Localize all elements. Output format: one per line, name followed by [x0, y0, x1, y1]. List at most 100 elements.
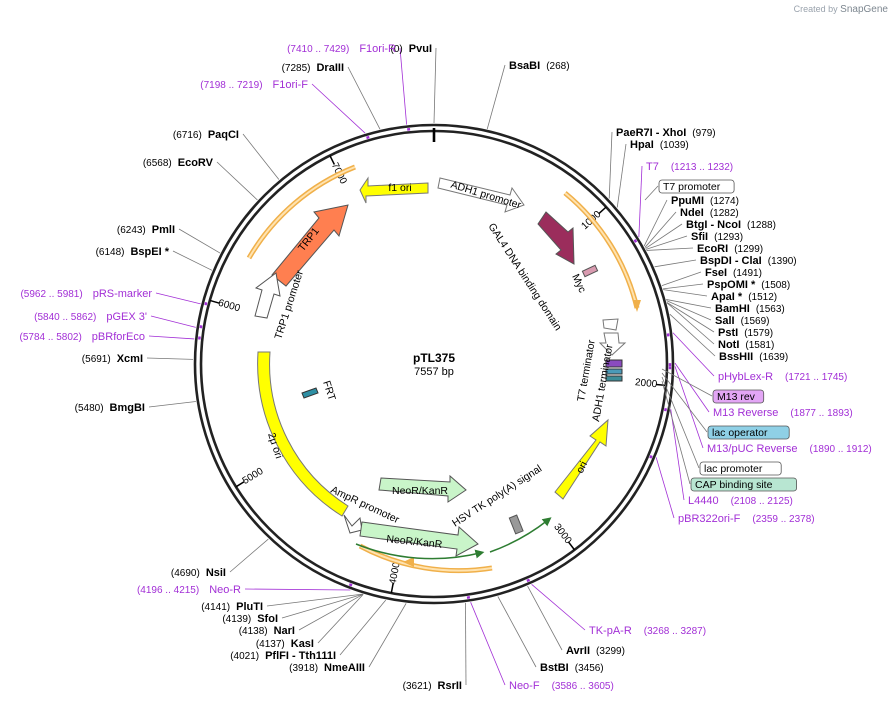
site-label[interactable]: (6148)BspEI * — [96, 246, 170, 258]
site-label[interactable]: SfiI(1293) — [691, 231, 743, 243]
primer-label[interactable]: (5962 .. 5981)pRS-marker — [20, 288, 152, 300]
site-leader — [645, 235, 688, 250]
feature-box-label[interactable]: lac promoter — [704, 463, 763, 475]
site-label[interactable]: (4141)PluTI — [201, 601, 263, 613]
site-name: KasI — [291, 638, 314, 650]
site-label[interactable]: PpuMI(1274) — [671, 195, 739, 207]
site-label[interactable]: (7285)DraIII — [282, 62, 344, 74]
site-name: EcoRV — [178, 157, 214, 169]
site-label[interactable]: (6243)PmlI — [117, 224, 175, 236]
primer-label[interactable]: L4440(2108 .. 2125) — [688, 495, 793, 507]
site-name: EcoRI — [697, 243, 728, 255]
site-label[interactable]: NdeI(1282) — [680, 207, 739, 219]
snapgene-watermark: Created by SnapGene — [794, 4, 888, 15]
site-leader — [608, 131, 613, 199]
site-label[interactable]: (3918)NmeAIII — [289, 662, 365, 674]
primer-label[interactable]: (7410 .. 7429)F1ori-R — [287, 43, 396, 55]
primer-label[interactable]: M13 Reverse(1877 .. 1893) — [713, 407, 853, 419]
site-label[interactable]: PstI(1579) — [718, 327, 773, 339]
hsv-label: HSV TK poly(A) signal — [450, 463, 544, 530]
primer-label[interactable]: (4196 .. 4215)Neo-R — [137, 584, 241, 596]
site-leader — [317, 594, 364, 644]
feature-box-label[interactable]: lac operator — [712, 427, 768, 439]
primer-position: (5962 .. 5981) — [20, 289, 82, 300]
site-position: (1293) — [714, 232, 743, 243]
site-position: (1512) — [748, 292, 777, 303]
trp1-arrow — [271, 204, 349, 287]
site-label[interactable]: (4139)SfoI — [222, 613, 278, 625]
ruler-tick — [235, 480, 245, 488]
primer-label[interactable]: pBR322ori-F(2359 .. 2378) — [678, 513, 815, 525]
site-label[interactable]: BssHII(1639) — [719, 351, 788, 363]
primer-name: TK-pA-R — [589, 625, 632, 637]
site-label[interactable]: EcoRI(1299) — [697, 243, 763, 255]
lac-op-box — [605, 368, 623, 375]
site-label[interactable]: (0)PvuI — [391, 43, 432, 55]
site-position: (6243) — [117, 225, 146, 236]
site-leader — [298, 593, 364, 631]
site-leader — [433, 47, 437, 124]
primer-name: F1ori-F — [273, 79, 309, 91]
site-label[interactable]: HpaI(1039) — [630, 139, 689, 151]
site-label[interactable]: (4690)NsiI — [171, 567, 226, 579]
site-label[interactable]: (6716)PaqCI — [173, 129, 239, 141]
site-position: (1581) — [745, 340, 774, 351]
gal4-arrow — [537, 211, 575, 265]
feature-box — [658, 179, 735, 194]
primer-label[interactable]: (5840 .. 5862)pGEX 3' — [34, 311, 147, 323]
orange-band-f1-inner — [248, 166, 356, 259]
site-leader — [661, 271, 702, 287]
frt-arrow — [301, 387, 319, 399]
frt-label: FRT — [320, 379, 338, 402]
site-leader — [669, 313, 716, 357]
primer-label[interactable]: (7198 .. 7219)F1ori-F — [200, 79, 308, 91]
ruler-label: 2000 — [635, 377, 659, 390]
primer-label[interactable]: M13/pUC Reverse(1890 .. 1912) — [707, 443, 872, 455]
site-position: (1508) — [761, 280, 790, 291]
feature-box-label[interactable]: M13 rev — [717, 391, 756, 403]
site-label[interactable]: BtgI - NcoI(1288) — [686, 219, 776, 231]
feature-box-label[interactable]: CAP binding site — [695, 479, 773, 491]
site-label[interactable]: (6568)EcoRV — [143, 157, 214, 169]
site-position: (4138) — [239, 626, 268, 637]
primer-leader — [670, 409, 685, 501]
f1-ori-label: f1 ori — [388, 182, 411, 194]
site-label[interactable]: SalI(1569) — [715, 315, 769, 327]
site-label[interactable]: PaeR7I - XhoI(979) — [616, 127, 716, 139]
site-label[interactable]: (3621)RsrII — [403, 680, 462, 692]
primer-label[interactable]: pHybLex-R(1721 .. 1745) — [718, 371, 847, 383]
site-name: BspDI - ClaI — [700, 255, 762, 267]
site-position: (1491) — [733, 268, 762, 279]
feature-box-label[interactable]: T7 promoter — [663, 181, 721, 193]
site-label[interactable]: (4137)KasI — [256, 638, 314, 650]
site-label[interactable]: AvrII(3299) — [566, 645, 625, 657]
feature-box — [699, 461, 782, 476]
site-label[interactable]: ApaI *(1512) — [711, 291, 777, 303]
primer-label[interactable]: Neo-F(3586 .. 3605) — [509, 680, 614, 692]
site-label[interactable]: BspDI - ClaI (1390) — [700, 255, 797, 267]
feature-leader — [661, 376, 700, 469]
site-label[interactable]: BamHI(1563) — [715, 303, 785, 315]
site-label[interactable]: (4021)PflFI - Tth111I — [230, 650, 336, 662]
site-name: PstI — [718, 327, 738, 339]
site-label[interactable]: (5691)XcmI — [82, 353, 143, 365]
site-position: (1390) — [768, 256, 797, 267]
site-label[interactable]: PspOMI *(1508) — [707, 279, 790, 291]
site-label[interactable]: FseI(1491) — [705, 267, 762, 279]
site-label[interactable]: BstBI(3456) — [540, 662, 604, 674]
site-label[interactable]: (4138)NarI — [239, 625, 295, 637]
ruler-tick — [209, 299, 220, 304]
site-leader — [662, 283, 704, 290]
site-label[interactable]: BsaBI(268) — [509, 60, 570, 72]
site-position: (4690) — [171, 568, 200, 579]
site-name: PvuI — [409, 43, 432, 55]
site-name: BmgBI — [110, 402, 145, 414]
primer-name: F1ori-R — [359, 43, 396, 55]
primer-label[interactable]: T7(1213 .. 1232) — [646, 161, 733, 173]
primer-label[interactable]: (5784 .. 5802)pBRforEco — [20, 331, 145, 343]
primer-label[interactable]: TK-pA-R(3268 .. 3287) — [589, 625, 706, 637]
site-label[interactable]: NotI(1581) — [718, 339, 774, 351]
site-labels: (0)PvuI BsaBI(268) PaeR7I - XhoI(979)HpaI(… — [20, 43, 872, 692]
site-label[interactable]: (5480)BmgBI — [75, 402, 145, 414]
